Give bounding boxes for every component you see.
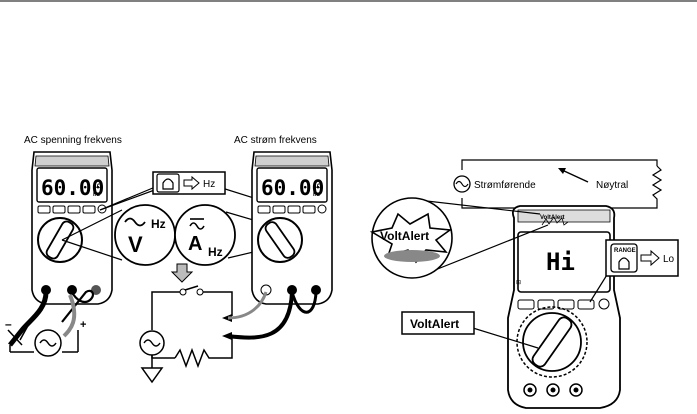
range-arrow-icon (640, 249, 660, 267)
voltalert-button-1 (517, 299, 535, 310)
right-meter-dial-knob (264, 221, 296, 259)
meter-range-indicator: ⊞ (516, 280, 521, 286)
left-meter-button-2 (52, 205, 66, 214)
voltalert-button-2 (537, 299, 555, 310)
right-meter-unit-hz: Hz (313, 191, 321, 198)
dial-inset-current: A Hz (174, 204, 263, 266)
dial-current-symbol: A (188, 233, 202, 255)
dial-voltage-hz: Hz (151, 217, 166, 231)
right-meter-backlight-button (317, 204, 327, 214)
left-meter-display (36, 167, 108, 203)
left-ac-source: – + (5, 317, 86, 357)
range-callout: RANGE Lo (589, 239, 679, 303)
voltalert-backlight-button (598, 298, 610, 310)
voltalert-button-3 (557, 299, 575, 310)
meter-voltalert-text: VoltAlert (540, 215, 565, 221)
hz-arrow-icon (183, 175, 200, 191)
dial-inset-voltage: Hz V (61, 204, 176, 266)
dial-current-hz: Hz (208, 245, 223, 259)
voltalert-multimeter: VoltAlert Hi ⊞ (507, 205, 621, 409)
voltalert-dial-knob (531, 316, 573, 368)
right-meter-button-3 (287, 205, 301, 214)
label-ac-current-frequency: AC strøm frekvens (234, 135, 317, 146)
left-meter-button-4 (82, 205, 96, 214)
range-button-label: RANGE (614, 248, 636, 254)
left-meter-unit-hz: Hz (93, 191, 101, 198)
hz-callout-text: Hz (203, 179, 215, 190)
voltalert-lens-shadow (384, 250, 440, 262)
live-label: Strømførende (474, 180, 536, 191)
right-multimeter: 60.00 AC Hz (251, 151, 333, 305)
neutral-pointer-arrow (561, 169, 589, 183)
left-meter-unit-ac: AC (93, 183, 101, 190)
right-meter-jack-2 (287, 285, 297, 295)
circuit-resistor (174, 336, 233, 369)
left-meter-reading: 60.00 (41, 176, 104, 200)
ac-wave-icon (124, 217, 146, 227)
left-meter-button-1 (37, 205, 51, 214)
right-meter-button-2 (272, 205, 286, 214)
right-meter-unit-ac: AC (313, 183, 321, 190)
right-meter-display (256, 167, 328, 203)
ground-symbol (140, 367, 164, 384)
press-arrow-icon (170, 263, 194, 283)
right-figure: Strømførende Nøytral VoltAlert Hi (369, 159, 679, 409)
left-meter-dial-knob (45, 220, 75, 260)
voltalert-bubble-text: VoltAlert (380, 229, 429, 243)
right-meter-button-4 (302, 205, 316, 214)
dial-voltage-symbol: V (128, 232, 143, 257)
current-circuit (139, 263, 318, 384)
right-meter-jack-3 (311, 285, 321, 295)
voltalert-dial-callout: VoltAlert (401, 311, 539, 349)
left-multimeter: 60.00 AC Hz (31, 151, 113, 305)
voltalert-callout-text: VoltAlert (410, 317, 459, 331)
polarity-minus: – (5, 317, 12, 331)
left-test-leads (7, 289, 95, 347)
left-figure: AC spenning frekvens AC strøm frekvens 6… (5, 135, 333, 384)
circuit-switch (184, 285, 199, 291)
left-meter-button-3 (67, 205, 81, 214)
left-meter-jack-2 (67, 285, 77, 295)
voltalert-reading: Hi (546, 248, 575, 276)
voltalert-rotary-ring (516, 306, 588, 378)
ac-dc-wave-icon (189, 222, 205, 230)
right-meter-reading: 60.00 (261, 176, 324, 200)
polarity-plus: + (80, 319, 86, 331)
range-result-text: Lo (663, 254, 675, 265)
voltalert-flash-icon (541, 216, 569, 226)
neutral-label: Nøytral (596, 180, 628, 191)
right-meter-button-1 (257, 205, 271, 214)
voltalert-range-button (577, 299, 595, 310)
label-ac-voltage-frequency: AC spenning frekvens (24, 135, 122, 146)
hz-button-callout: Hz (99, 171, 293, 211)
voltalert-magnifier: VoltAlert (369, 197, 549, 279)
